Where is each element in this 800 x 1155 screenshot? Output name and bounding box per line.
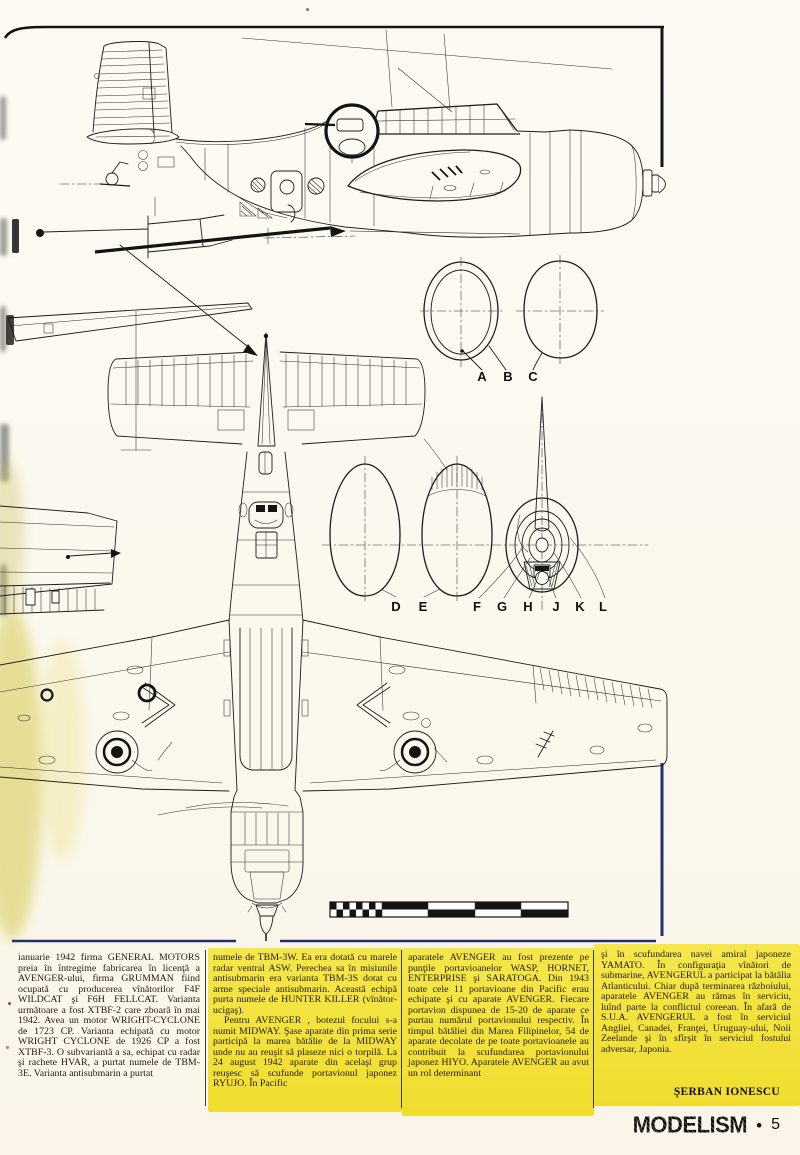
section-label-j: J	[552, 599, 559, 614]
column-divider	[205, 950, 206, 1106]
section-label-e: E	[419, 599, 428, 614]
dust-speck	[306, 8, 309, 11]
section-label-k: K	[575, 599, 585, 614]
highlight-column-4	[594, 944, 800, 1106]
article-paragraph: numele de TBM-3W. Ea era dotată cu marel…	[213, 952, 397, 1016]
article-paragraph: Pentru AVENGER , botezul focului s-a num…	[213, 1015, 397, 1089]
side-view-drawing	[59, 29, 666, 238]
article-column-1: ianuarie 1942 firma GENERAL MOTORS preia…	[18, 952, 200, 1079]
highlight-column-3	[402, 948, 594, 1116]
section-label-l: L	[599, 599, 607, 614]
drawing-frame	[3, 25, 664, 943]
section-label-f: F	[473, 599, 481, 614]
column-divider	[401, 950, 402, 1108]
section-label-g: G	[497, 599, 507, 614]
section-label-b: B	[503, 369, 512, 384]
section-label-d: D	[391, 599, 400, 614]
article-column-2: numele de TBM-3W. Ea era dotată cu marel…	[213, 952, 397, 1090]
magazine-logo: MODELISM	[632, 1111, 748, 1138]
front-view-drawing: D E F G H J K L	[391, 396, 607, 614]
section-label-a: A	[477, 369, 487, 384]
column-divider	[593, 950, 594, 1108]
cross-sections-de	[321, 438, 649, 605]
wing-fold-detail-sketch	[12, 196, 356, 356]
author-byline: ŞERBAN IONESCU	[673, 1086, 780, 1098]
article-paragraph: ianuarie 1942 firma GENERAL MOTORS preia…	[18, 952, 200, 1079]
plan-view-drawing	[0, 332, 668, 941]
section-label-c: C	[528, 369, 538, 384]
page-number: 5	[771, 1116, 780, 1133]
section-label-h: H	[523, 599, 532, 614]
scale-bar	[329, 901, 569, 918]
dust-speck	[8, 1002, 11, 1005]
wing-profile-detail-sketch	[6, 302, 253, 451]
cross-sections-abc: A B C	[419, 254, 605, 384]
highlight-column-2	[208, 948, 402, 1112]
technical-drawing-tbm-avenger: A B C	[0, 25, 668, 943]
article-column-3: aparatele AVENGER au fost prezente pe pu…	[408, 952, 589, 1079]
article-column-4: şi în scufundarea navei amiral japoneze …	[601, 949, 791, 1055]
article-paragraph: şi în scufundarea navei amiral japoneze …	[601, 949, 791, 1055]
page-footer: MODELISM • 5	[632, 1111, 780, 1138]
dust-speck	[6, 1046, 9, 1049]
footer-bullet: •	[756, 1115, 763, 1135]
article-paragraph: aparatele AVENGER au fost prezente pe pu…	[408, 952, 589, 1079]
folded-wing-panel-detail	[0, 505, 121, 615]
